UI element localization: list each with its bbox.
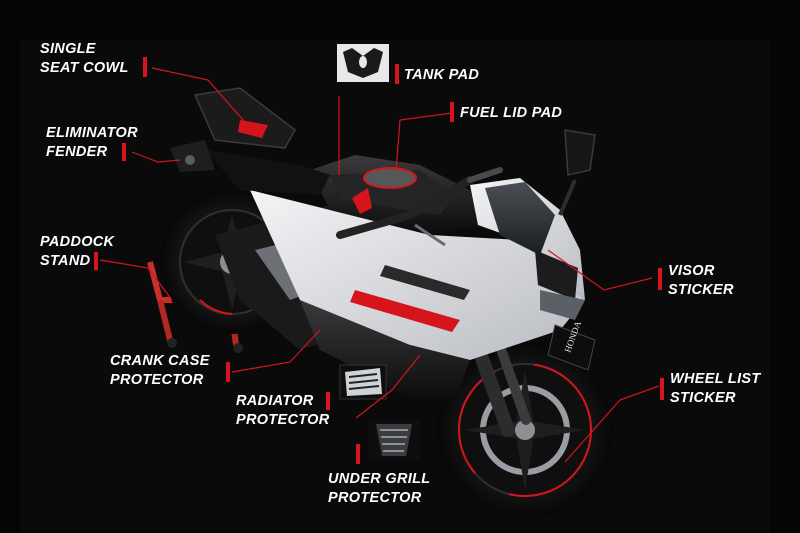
tick-wheel-list-sticker <box>660 378 664 400</box>
label-wheel-list-sticker: WHEEL LIST STICKER <box>670 371 761 406</box>
label-single-seat-cowl: SINGLE SEAT COWL <box>40 41 129 76</box>
tick-fuel-lid-pad <box>450 102 454 122</box>
label-radiator-protector: RADIATOR PROTECTOR <box>236 393 330 428</box>
label-fuel-lid-pad: FUEL LID PAD <box>460 105 563 121</box>
leader-lines <box>99 67 660 463</box>
label-eliminator-fender: ELIMINATOR FENDER <box>46 125 138 160</box>
under-grill-protector-thumbnail-icon <box>368 420 420 460</box>
tick-visor-sticker <box>658 268 662 290</box>
tank-pad-thumbnail-icon <box>337 44 389 82</box>
radiator-protector-thumbnail-icon <box>339 364 387 400</box>
label-paddock-stand: PADDOCK STAND <box>40 234 115 269</box>
label-crank-case-protector: CRANK CASE PROTECTOR <box>110 353 210 388</box>
tick-single-seat-cowl <box>143 57 147 77</box>
tick-crank-case-protector <box>226 362 230 382</box>
single-seat-cowl <box>193 87 296 149</box>
tick-under-grill-protector <box>356 444 360 464</box>
label-under-grill-protector: UNDER GRILL PROTECTOR <box>328 471 431 506</box>
tick-radiator-protector <box>326 392 330 410</box>
label-tank-pad: TANK PAD <box>404 67 480 83</box>
label-visor-sticker: VISOR STICKER <box>668 263 734 298</box>
visor <box>485 182 555 255</box>
tick-tank-pad <box>395 64 399 84</box>
tick-eliminator-fender <box>122 143 126 161</box>
tick-paddock-stand <box>94 252 98 270</box>
